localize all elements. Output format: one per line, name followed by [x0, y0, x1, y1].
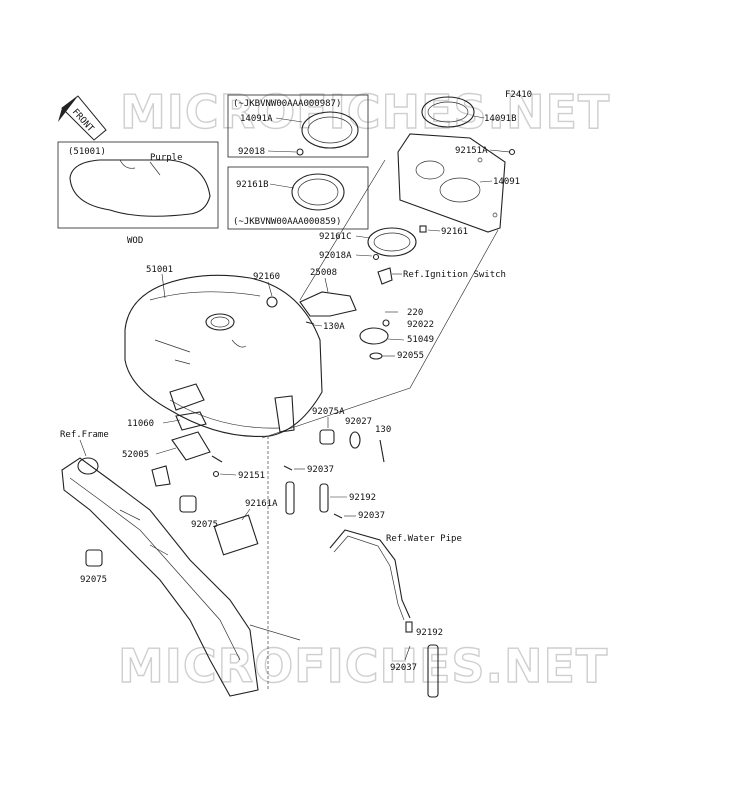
label-51049: 51049 [407, 335, 434, 345]
tank-variant-inset: (51001) Purple WOD [57, 141, 219, 246]
label-92037-b: 92037 [358, 511, 385, 521]
label-14091B: 14091B [484, 114, 517, 124]
label-92022: 92022 [407, 320, 434, 330]
label-25008: 25008 [310, 268, 337, 278]
label-52005: 52005 [122, 450, 149, 460]
label-130: 130 [375, 425, 391, 435]
label-92161: 92161 [441, 227, 468, 237]
inset-part-code: (51001) [68, 147, 106, 157]
label-92161A: 92161A [245, 499, 278, 509]
watermark-top: MICROFICHES.NET [120, 85, 610, 139]
label-11060: 11060 [127, 419, 154, 429]
label-92151A: 92151A [455, 146, 488, 156]
label-92151: 92151 [238, 471, 265, 481]
label-92018: 92018 [238, 147, 265, 157]
label-92037-a: 92037 [307, 465, 334, 475]
label-92161C: 92161C [319, 232, 352, 242]
serial-top-text: (~JKBVNW00AAA000987) [233, 99, 341, 109]
mount-parts: 92075A 92027 130 [312, 407, 391, 463]
label-92075A: 92075A [312, 407, 345, 417]
dash-panel-14091: 92151A 14091 92161 [397, 133, 520, 237]
label-14091A: 14091A [240, 114, 273, 124]
inset-caption: WOD [127, 236, 143, 246]
label-92192-b: 92192 [416, 628, 443, 638]
label-92055: 92055 [397, 351, 424, 361]
label-92075-a: 92075 [191, 520, 218, 530]
hose-group: 92037 92192 92037 [283, 465, 385, 521]
serial-box-top: (~JKBVNW00AAA000987) 14091A 92018 [227, 94, 369, 158]
inset-color-note: Purple [150, 153, 183, 163]
fuel-pump-assembly: 11060 52005 92151 [122, 383, 265, 487]
label-92037-c: 92037 [390, 663, 417, 673]
ref-frame: Ref.Frame [60, 430, 109, 440]
gasket-14091B: 14091B [421, 96, 517, 128]
label-130A: 130A [323, 322, 345, 332]
pad-parts: 92161A 92075 92075 [80, 495, 278, 585]
label-92027: 92027 [345, 417, 372, 427]
frame: Ref.Frame [60, 430, 301, 697]
fuel-tank-51001: 51001 [124, 265, 323, 437]
label-92075-b: 92075 [80, 575, 107, 585]
label-220: 220 [407, 308, 423, 318]
dash-parts-group: 220 92022 51049 92055 [359, 308, 434, 361]
label-92192-a: 92192 [349, 493, 376, 503]
serial-bottom-text: (~JKBVNW00AAA000859) [233, 217, 341, 227]
front-arrow-icon: FRONT [58, 95, 107, 141]
gasket-92161C: 92161C 92018A [319, 227, 417, 261]
watermark-bottom: MICROFICHES.NET [118, 639, 608, 693]
label-92018A: 92018A [319, 251, 352, 261]
ref-water-pipe: Ref.Water Pipe [386, 534, 462, 544]
ref-ignition-switch: Ref.Ignition Switch [403, 270, 506, 280]
serial-box-bottom: 92161B (~JKBVNW00AAA000859) [227, 166, 369, 230]
label-92161B: 92161B [236, 180, 269, 190]
label-51001: 51001 [146, 265, 173, 275]
label-14091: 14091 [493, 177, 520, 187]
bracket-25008: 92160 25008 130A [253, 268, 357, 332]
water-pipe: Ref.Water Pipe 92192 92037 [329, 529, 462, 698]
label-92160: 92160 [253, 272, 280, 282]
figure-code: F2410 [505, 90, 532, 100]
